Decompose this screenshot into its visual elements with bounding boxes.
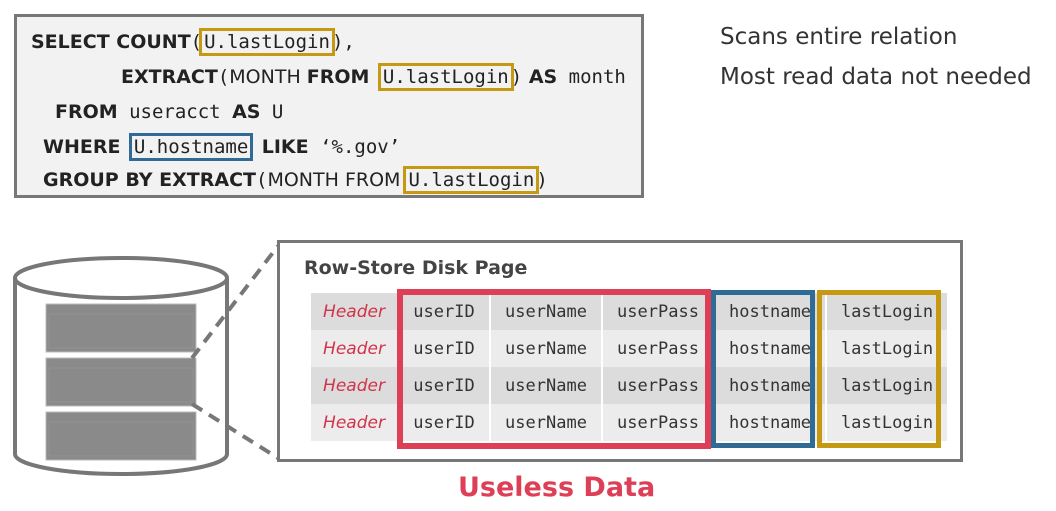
userpass-cell: userPass: [602, 293, 715, 330]
hostname-cell: hostname: [714, 330, 827, 367]
sql-keyword: AS: [522, 66, 558, 88]
hostname-cell: hostname: [714, 293, 827, 330]
database-cylinder-icon: [12, 256, 230, 478]
username-cell: userName: [490, 293, 603, 330]
sql-keyword: EXTRACT: [121, 66, 218, 88]
lastlogin-cell: lastLogin: [826, 330, 949, 367]
sql-token: ): [536, 169, 548, 191]
sql-keyword: LIKE: [261, 136, 309, 158]
userpass-cell: userPass: [602, 367, 715, 404]
userid-cell: userID: [398, 293, 491, 330]
sql-keyword: SELECT COUNT: [31, 31, 191, 53]
userpass-cell: userPass: [602, 404, 715, 441]
useless-data-label: Useless Data: [458, 472, 656, 503]
sql-keyword: FROM: [306, 66, 370, 88]
sql-line-3: FROM useracct AS U: [55, 99, 283, 125]
lastlogin-cell: lastLogin: [826, 404, 949, 441]
sql-query-box: SELECT COUNT(U.lastLogin), EXTRACT(MONTH…: [14, 14, 644, 198]
note-scans: Scans entire relation: [720, 24, 958, 50]
hostname-highlight: U.hostname: [128, 133, 254, 161]
username-cell: userName: [490, 367, 603, 404]
sql-line-2: EXTRACT(MONTH FROM U.lastLogin) AS month: [121, 63, 626, 91]
sql-line-5: GROUP BY EXTRACT(MONTH FROM U.lastLogin): [43, 166, 548, 194]
sql-token: MONTH FROM: [267, 169, 407, 191]
page-title: Row-Store Disk Page: [304, 257, 528, 279]
note-not-needed: Most read data not needed: [720, 64, 1032, 90]
sql-token: month: [557, 66, 626, 88]
row-header-cell: Header: [311, 404, 399, 441]
userid-cell: userID: [398, 404, 491, 441]
sql-token: ‘%.gov’: [308, 136, 401, 158]
sql-token: U: [260, 101, 284, 123]
row-header-cell: Header: [311, 293, 399, 330]
sql-keyword: FROM: [55, 101, 118, 123]
userpass-cell: userPass: [602, 330, 715, 367]
sql-line-4: WHERE U.hostname LIKE ‘%.gov’: [43, 133, 401, 161]
sql-line-1: SELECT COUNT(U.lastLogin),: [31, 28, 355, 56]
lastlogin-cell: lastLogin: [826, 293, 949, 330]
sql-token: MONTH: [229, 66, 307, 88]
userid-cell: userID: [398, 367, 491, 404]
sql-token: (: [190, 31, 203, 53]
sql-token: (: [217, 66, 230, 88]
lastlogin-highlight: U.lastLogin: [377, 63, 514, 91]
hostname-cell: hostname: [714, 367, 827, 404]
lastlogin-highlight: U.lastLogin: [199, 28, 335, 56]
sql-keyword: AS: [232, 101, 261, 123]
sql-token: ): [510, 66, 523, 88]
sql-token: (: [256, 169, 268, 191]
sql-keyword: WHERE: [43, 136, 121, 158]
row-header-cell: Header: [311, 367, 399, 404]
hostname-column-box: [711, 290, 815, 448]
userid-cell: userID: [398, 330, 491, 367]
username-cell: userName: [490, 404, 603, 441]
lastlogin-highlight: U.lastLogin: [403, 166, 540, 194]
zoom-lines: [190, 244, 280, 460]
sql-token: ),: [331, 31, 355, 53]
username-cell: userName: [490, 330, 603, 367]
sql-keyword: GROUP BY EXTRACT: [43, 169, 256, 191]
useless-columns-box: [397, 289, 711, 449]
hostname-cell: hostname: [714, 404, 827, 441]
sql-token: useracct: [117, 101, 233, 123]
lastlogin-cell: lastLogin: [826, 367, 949, 404]
lastlogin-column-box: [817, 290, 941, 448]
row-header-cell: Header: [311, 330, 399, 367]
